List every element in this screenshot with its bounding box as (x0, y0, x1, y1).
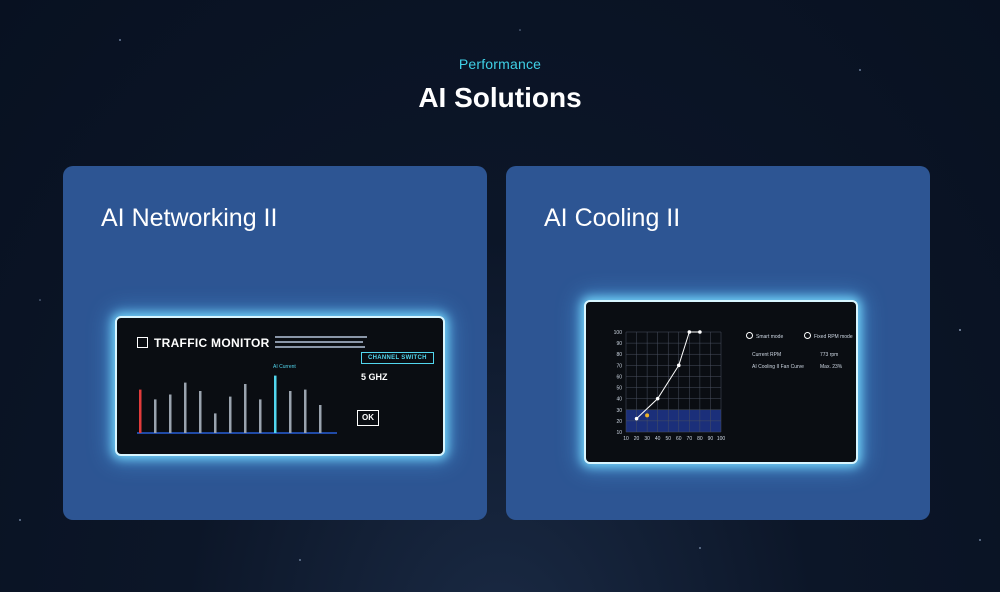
fan-curve-label: AI Cooling II Fan Curve (752, 364, 804, 370)
fan-curve-point (687, 330, 692, 334)
x-tick-label: 30 (644, 436, 650, 442)
traffic-bar (259, 399, 262, 433)
x-tick-label: 50 (665, 436, 671, 442)
traffic-bar-chart (137, 375, 337, 434)
fan-curve-point (698, 330, 702, 334)
x-tick-label: 90 (708, 436, 714, 442)
fixed-mode-option: Fixed RPM mode (804, 332, 853, 340)
fan-curve-point (655, 396, 660, 401)
current-rpm-label: Current RPM (752, 352, 782, 358)
traffic-bar (274, 375, 277, 433)
traffic-bar (319, 405, 322, 433)
x-tick-label: 20 (634, 436, 640, 442)
channel-switch-button: CHANNEL SWITCH (361, 352, 434, 364)
x-tick-label: 80 (697, 436, 703, 442)
smart-mode-label: Smart mode (756, 334, 784, 340)
y-tick-label: 80 (616, 352, 622, 358)
traffic-bar (169, 394, 172, 433)
traffic-bar (214, 413, 217, 433)
smart-mode-option: Smart mode (746, 332, 783, 340)
current-label: AI Current (273, 364, 296, 370)
fixed-mode-label: Fixed RPM mode (814, 334, 853, 340)
section-title: AI Solutions (418, 82, 582, 113)
traffic-bar (304, 389, 307, 433)
y-tick-label: 70 (616, 363, 622, 369)
x-tick-label: 100 (717, 436, 726, 442)
section-eyebrow: Performance (458, 56, 542, 72)
monitor-icon (137, 337, 148, 348)
y-tick-label: 90 (616, 341, 622, 347)
heading-text: TRAFFIC MONITOR (154, 336, 270, 350)
y-tick-label: 60 (616, 374, 622, 380)
current-rpm-marker (645, 413, 650, 418)
band-label: 5 GHZ (361, 372, 388, 382)
x-tick-label: 60 (676, 436, 682, 442)
x-tick-label: 70 (687, 436, 693, 442)
traffic-monitor-heading: TRAFFIC MONITOR (137, 336, 270, 350)
ai-networking-card[interactable]: AI Networking II TRAFFIC MONITOR CHANNEL… (63, 166, 487, 520)
traffic-bar (184, 382, 187, 433)
x-tick-label: 10 (623, 436, 629, 442)
y-tick-label: 20 (616, 419, 622, 425)
y-tick-label: 50 (616, 386, 622, 392)
x-tick-label: 40 (655, 436, 661, 442)
current-rpm-value: 773 rpm (820, 352, 839, 358)
y-tick-label: 10 (616, 430, 622, 436)
description-lines (275, 336, 370, 351)
card-title: AI Cooling II (544, 204, 681, 232)
traffic-monitor-screenshot: TRAFFIC MONITOR CHANNEL SWITCH 5 GHZ OK … (115, 316, 445, 456)
fan-curve-point (676, 363, 681, 368)
fan-curve-point (634, 416, 639, 421)
y-tick-label: 30 (616, 408, 622, 414)
fan-curve-value: Max. 23% (820, 364, 843, 370)
traffic-bar (289, 391, 292, 433)
y-tick-label: 100 (614, 330, 623, 336)
traffic-bar (154, 399, 157, 433)
traffic-bar (199, 391, 202, 433)
y-tick-label: 40 (616, 397, 622, 403)
traffic-bar (139, 389, 142, 433)
traffic-bar (244, 384, 247, 433)
card-title: AI Networking II (101, 204, 278, 232)
ok-badge: OK (357, 410, 379, 426)
traffic-bar (229, 396, 232, 433)
